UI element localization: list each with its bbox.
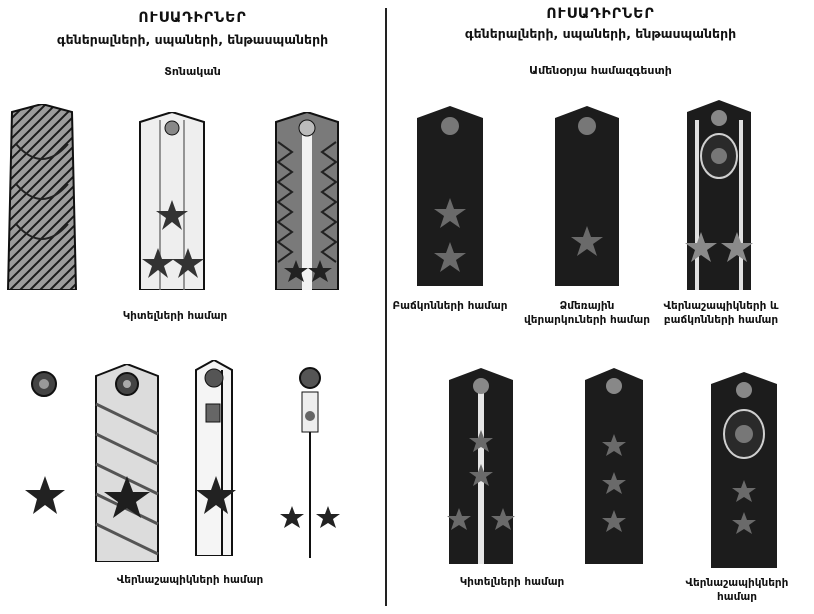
caption-shirts-left: Վերնաշապիկների համար (116, 574, 264, 586)
shoulder-board-officer-shirt (192, 360, 236, 556)
panel-divider (385, 8, 387, 606)
shoulder-board-general-shirt (92, 364, 162, 562)
right-panel: ՈՒՍԱԴԻՐՆԵՐ գեներալների, սպաների, ենթասպա… (387, 0, 814, 614)
right-title: ՈՒՍԱԴԻՐՆԵՐ (546, 6, 655, 22)
shoulder-board-everyday-winter (551, 106, 623, 286)
button-insignia (30, 370, 58, 398)
caption-winter-line2: վերարկուների համար (524, 314, 650, 326)
shoulder-board-general-ceremonial (6, 104, 78, 290)
caption-tunics-left: Կիտելների համար (122, 310, 228, 322)
left-title: ՈՒՍԱԴԻՐՆԵՐ (138, 10, 247, 26)
shoulder-board-officer-ceremonial (136, 112, 208, 290)
shoulder-board-everyday-coat (413, 106, 487, 286)
right-section-label: Ամենօրյա համազգեստի (529, 64, 672, 77)
shoulder-board-ceremonial-3 (272, 112, 342, 290)
left-section-label: Տոնական (164, 65, 221, 78)
shoulder-board-everyday-shirt-general (683, 100, 755, 290)
caption-coats: Բաճկոնների համար (392, 300, 508, 312)
shoulder-board-everyday-tunic (445, 368, 517, 564)
left-subtitle: գեներալների, սպաների, ենթասպաների (56, 32, 329, 47)
caption-shirts-jackets: Վերնաշապիկների և բաճկոնների համար (663, 300, 779, 326)
caption-winter-line1: Ձմեռային (559, 300, 615, 312)
right-subtitle: գեներալների, սպաների, ենթասպաների (464, 26, 737, 41)
shoulder-board-everyday-shirt (707, 372, 781, 568)
caption-shirts-right: Վերնաշապիկների համար (685, 577, 789, 603)
shoulder-board-ensign-shirt (280, 362, 340, 558)
star-insignia (24, 474, 66, 516)
caption-tunics-right: Կիտելների համար (459, 576, 565, 588)
left-panel: ՈՒՍԱԴԻՐՆԵՐ գեներալների, սպաների, ենթասպա… (0, 0, 385, 614)
shoulder-board-everyday-tunic-2 (581, 368, 647, 564)
